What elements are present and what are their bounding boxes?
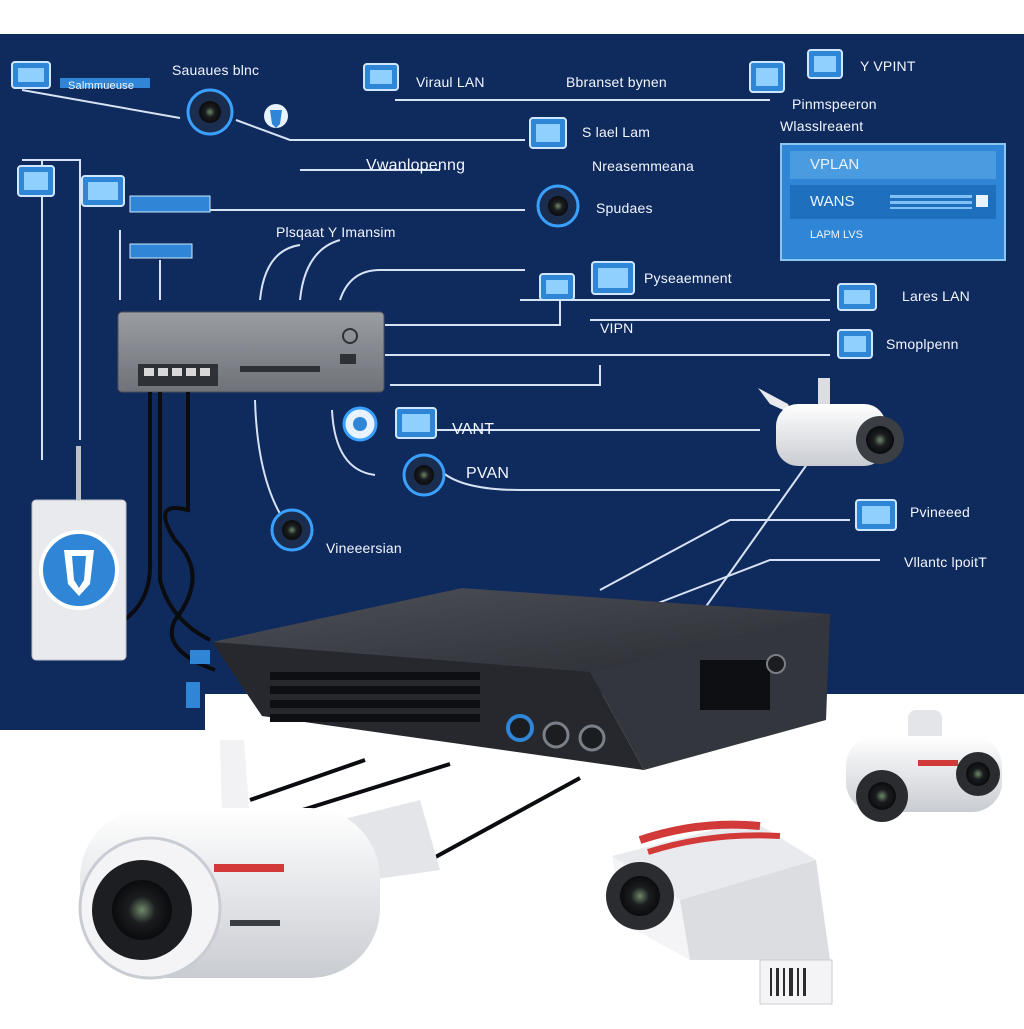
vlan-panel-square-icon <box>976 195 988 207</box>
vlan-panel-title: VPLAN <box>790 151 996 179</box>
monitor-icon-10 <box>837 283 877 311</box>
label-wlassreaent: Wlasslreaent <box>780 118 864 134</box>
bullet-camera-bottom-right <box>846 710 1002 822</box>
label-bbranset: Bbranset bynen <box>566 74 667 90</box>
label-top-vpnt: Y VPINT <box>860 58 916 74</box>
label-s-lae-lam: S lael Lam <box>582 124 651 140</box>
dome-camera-icon-3 <box>402 453 446 497</box>
network-switch <box>117 311 385 393</box>
monitor-icon-5 <box>529 117 567 149</box>
bullet-camera-top-right <box>758 378 904 466</box>
label-smopeenn: Smoplpenn <box>886 336 959 352</box>
dome-camera-icon-1 <box>186 88 234 136</box>
monitor-icon-4 <box>807 49 843 79</box>
monitor-icon-9 <box>591 261 635 295</box>
monitor-icon-8 <box>539 273 575 301</box>
cables <box>122 392 216 672</box>
globe-icon <box>342 406 378 442</box>
label-pinmspeeon: Pinmspeeron <box>792 96 877 112</box>
monitor-icon-2 <box>363 63 399 91</box>
monitor-icon-7 <box>81 175 125 207</box>
connection-lines <box>21 89 880 616</box>
label-nreaseem: Nreasemmeana <box>592 158 694 174</box>
label-pyseaemnt: Pyseaemnent <box>644 270 732 286</box>
label-viraul-lan: Viraul LAN <box>416 74 485 90</box>
box-camera-bottom-center <box>606 820 833 1005</box>
label-vant: VANT <box>452 421 495 438</box>
security-appliance <box>31 446 127 661</box>
monitor-icon-3 <box>749 61 785 93</box>
dome-camera-icon-2 <box>536 184 580 228</box>
label-pvan: PVAN <box>466 465 510 482</box>
label-vineeeaan: Vineeersian <box>326 540 402 556</box>
shield-icon-small <box>264 104 288 128</box>
label-spudaes: Spudaes <box>596 200 653 216</box>
label-plsquat: Plsqaat Y Imansim <box>276 224 396 240</box>
dome-camera-icon-4 <box>270 508 314 552</box>
label-lare-lan: Lares LAN <box>902 288 970 304</box>
vlan-panel: VPLAN WANS LAPM LVS <box>780 143 1006 261</box>
monitor-icon-11 <box>837 329 873 359</box>
label-sauces-blnc: Sauaues blnc <box>172 62 260 78</box>
monitor-icon-13 <box>855 499 897 531</box>
monitor-icon-1 <box>11 61 51 89</box>
label-vipn: VIPN <box>600 320 634 336</box>
monitor-icon-6 <box>17 165 55 197</box>
monitor-icon-12 <box>395 407 437 439</box>
label-pvineeed: Pvineeed <box>910 504 970 520</box>
device-strips <box>60 78 211 259</box>
bullet-camera-bottom-left <box>78 740 581 980</box>
label-vantc-loit: Vllantc lpoitT <box>904 554 987 570</box>
label-vpelanlopenng: Vwanlopenng <box>366 157 466 174</box>
vlan-panel-footer: LAPM LVS <box>810 229 863 241</box>
label-top-left-small: Salmmueuse <box>68 80 135 92</box>
nvr-recorder <box>186 588 830 770</box>
diagram-background-lower-left <box>0 694 205 730</box>
vlan-panel-bar <box>890 195 972 209</box>
